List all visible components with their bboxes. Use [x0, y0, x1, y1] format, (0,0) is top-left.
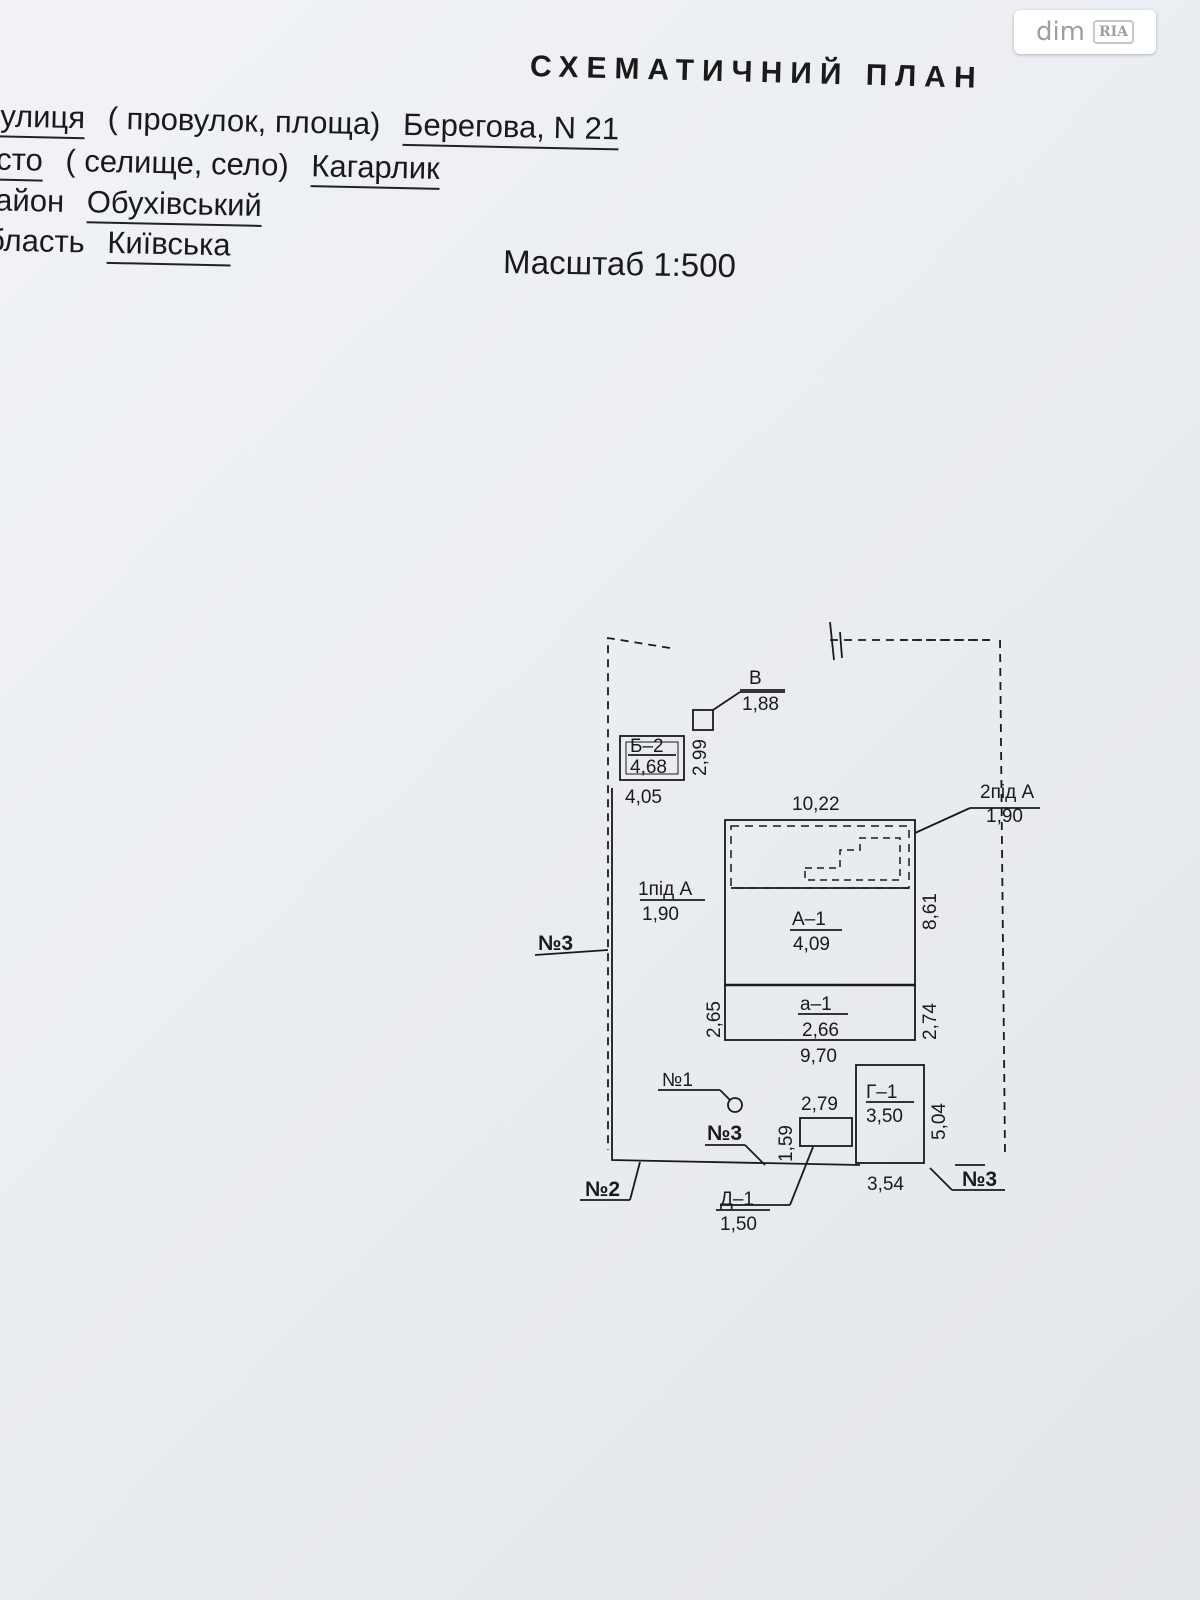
outbuilding-v: [692, 709, 714, 731]
label-boundary-no2: №2: [585, 1178, 620, 1201]
street-hint: ( провулок, площа): [107, 100, 381, 142]
label-a-small-right: 2,74: [920, 1003, 941, 1040]
label-b-height: 4,68: [630, 757, 667, 778]
label-pid1-height: 1,90: [642, 904, 679, 925]
label-pid2-name: 2під А: [980, 782, 1034, 803]
label-d-width: 2,79: [801, 1094, 838, 1115]
label-boundary-no3-left: №3: [538, 932, 573, 955]
label-d-depth: 1,59: [776, 1125, 797, 1162]
dim-ria-watermark: dim RIA: [1014, 10, 1156, 54]
label-boundary-no3-bottom: №3: [707, 1122, 742, 1145]
label-a-height: 4,09: [793, 934, 830, 955]
label-well-no1: №1: [662, 1070, 693, 1091]
label-a-small-width: 9,70: [800, 1046, 837, 1067]
label-g-depth: 5,04: [929, 1103, 950, 1140]
label-a-depth: 8,61: [920, 893, 941, 930]
label-b-depth: 2,99: [690, 739, 711, 776]
page-title: СХЕМАТИЧНИЙ ПЛАН: [529, 50, 985, 95]
label-d-height: 1,50: [720, 1214, 757, 1235]
house-a1: [724, 819, 916, 986]
district-label: район: [0, 182, 65, 219]
city-value: Кагарлик: [310, 148, 441, 190]
street-label: Вулиця: [0, 98, 86, 140]
label-a-small-name: а–1: [800, 994, 832, 1015]
district-row: район Обухівський: [0, 182, 263, 227]
label-b-name: Б–2: [630, 736, 664, 757]
scale-label: Масштаб 1:500: [502, 242, 737, 285]
label-a-name: А–1: [792, 909, 826, 930]
label-a-small-left: 2,65: [704, 1001, 725, 1038]
city-hint: ( селище, село): [65, 143, 290, 183]
region-row: область Київська: [0, 222, 231, 267]
label-a-width: 10,22: [792, 794, 840, 815]
label-v-name: В: [749, 668, 762, 689]
street-row: Вулиця ( провулок, площа) Берегова, N 21: [0, 98, 620, 151]
break-mark: [829, 621, 843, 661]
watermark-badge: RIA: [1093, 20, 1135, 44]
site-plan: В 1,88 Б–2 4,68 4,05 2,99 10,22 2під А 1…: [530, 600, 1050, 1260]
label-b-width: 4,05: [625, 787, 662, 808]
label-d-name: Д–1: [720, 1189, 754, 1210]
district-value: Обухівський: [86, 184, 263, 227]
shed-d1: [799, 1117, 853, 1147]
region-label: область: [0, 222, 86, 260]
city-row: місто ( селище, село) Кагарлик: [0, 141, 441, 190]
lot-boundary-solid: [611, 788, 985, 1166]
shed-b2: [619, 735, 685, 781]
label-v-height: 1,88: [742, 694, 779, 715]
label-g-height: 3,50: [866, 1106, 903, 1127]
region-value: Київська: [106, 224, 231, 267]
watermark-text: dim: [1035, 17, 1085, 47]
site-plan-drawing: В 1,88 Б–2 4,68 4,05 2,99 10,22 2під А 1…: [534, 621, 1040, 1235]
label-boundary-no3-right: №3: [962, 1168, 997, 1191]
well-no1: [727, 1097, 743, 1113]
garage-g1: [855, 1064, 925, 1164]
label-a-small-height: 2,66: [802, 1020, 839, 1041]
street-value: Берегова, N 21: [402, 106, 620, 151]
label-g-width: 3,54: [867, 1174, 904, 1195]
label-pid1-name: 1під А: [638, 879, 692, 900]
label-pid2-height: 1,90: [986, 806, 1023, 827]
city-label: місто: [0, 141, 44, 182]
label-g-name: Г–1: [866, 1082, 897, 1103]
